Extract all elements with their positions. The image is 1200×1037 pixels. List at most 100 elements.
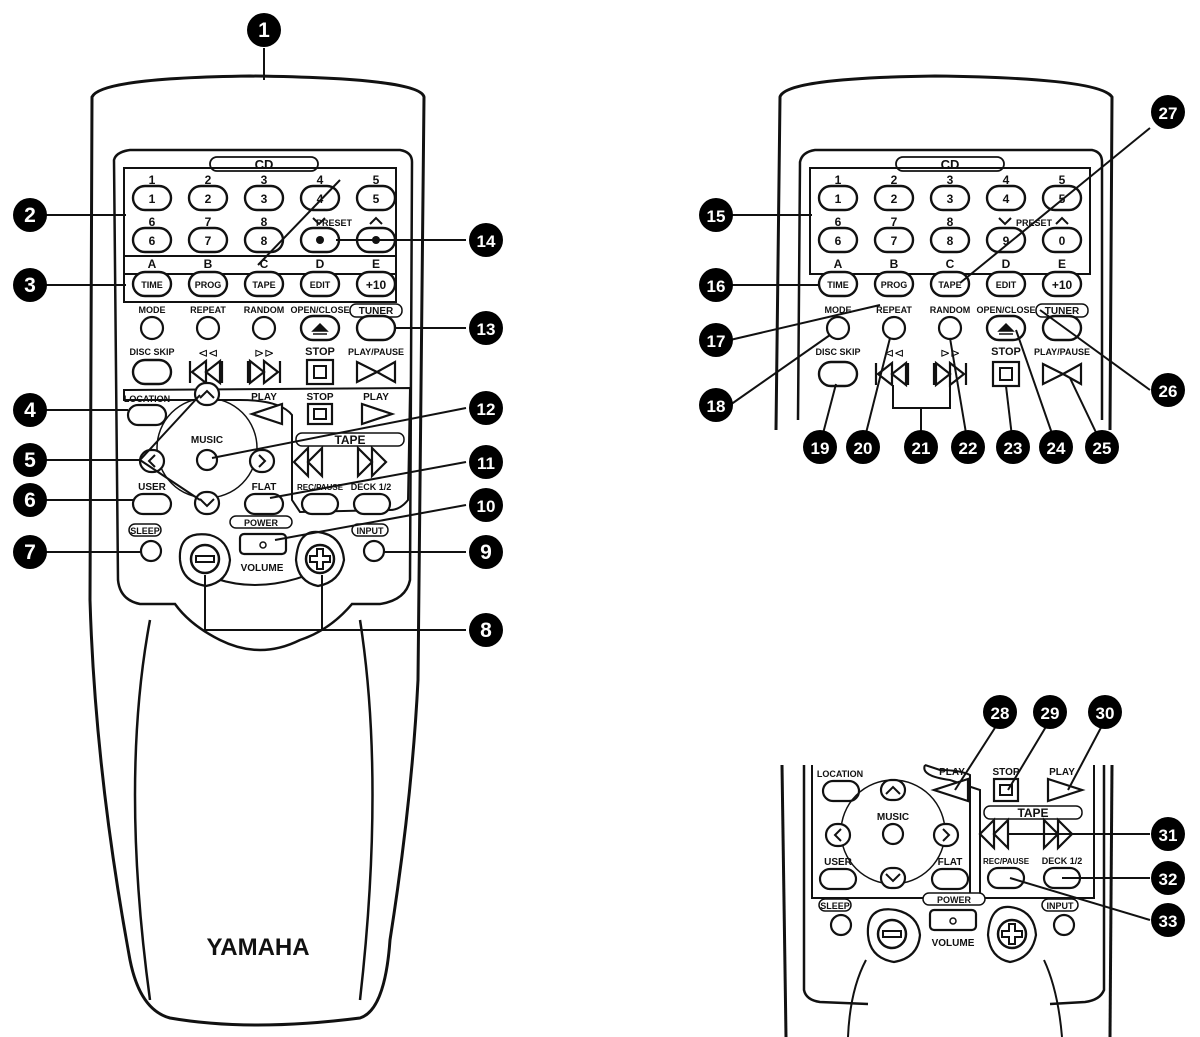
play-pause-button-detail[interactable]: [1041, 362, 1083, 386]
digit-button-1[interactable]: 1: [131, 184, 173, 212]
rec-pause-button[interactable]: [300, 492, 340, 516]
digit-button-8-detail[interactable]: 8: [929, 226, 971, 254]
volume-up-button-detail[interactable]: [996, 918, 1028, 950]
play-pause-button[interactable]: [355, 360, 397, 384]
callout-number: 33: [1159, 912, 1178, 931]
digit-button-0-detail[interactable]: 0: [1041, 226, 1083, 254]
prog-button-detail[interactable]: PROG: [873, 270, 915, 298]
music-right-button-detail[interactable]: [932, 822, 960, 848]
open-close-button-detail[interactable]: [985, 314, 1027, 342]
digit-button-8[interactable]: 8: [243, 226, 285, 254]
stop-button[interactable]: [305, 358, 335, 386]
callout-number: 2: [24, 204, 36, 227]
user-button-detail[interactable]: [818, 867, 858, 891]
tape-play-reverse-button[interactable]: [248, 402, 284, 426]
power-button[interactable]: [238, 532, 288, 556]
tuner-button[interactable]: [355, 314, 397, 342]
random-button-detail[interactable]: [937, 315, 963, 341]
disc-skip-button[interactable]: [131, 358, 173, 386]
svg-text:PROG: PROG: [195, 280, 222, 290]
chevron-right-icon: [258, 454, 267, 468]
repeat-button[interactable]: [195, 315, 221, 341]
callout-4: 4: [13, 393, 47, 427]
flat-button[interactable]: [243, 492, 285, 516]
callout-31: 31: [1151, 817, 1185, 851]
svg-text:8: 8: [947, 234, 954, 248]
tape-play-forward-button-detail[interactable]: [1046, 777, 1086, 803]
svg-text:FLAT: FLAT: [938, 857, 963, 868]
digit-button-3-detail[interactable]: 3: [929, 184, 971, 212]
digit-button-4-detail[interactable]: 4: [985, 184, 1027, 212]
skip-back-button-detail[interactable]: [874, 360, 910, 388]
callout-number: 20: [854, 439, 873, 458]
music-center-button-detail[interactable]: [881, 822, 905, 846]
power-button-detail[interactable]: [928, 908, 978, 932]
tape-play-rev-label: PLAY: [251, 392, 277, 403]
tape-button[interactable]: TAPE: [243, 270, 285, 298]
time-button-detail[interactable]: TIME: [817, 270, 859, 298]
input-button-detail[interactable]: [1052, 913, 1076, 937]
rec-pause-button-detail[interactable]: [986, 866, 1026, 890]
plus10-button[interactable]: +10: [355, 270, 397, 298]
input-button[interactable]: [362, 539, 386, 563]
tape-play-forward-button[interactable]: [360, 402, 396, 426]
tape-rewind-button-detail[interactable]: [978, 817, 1010, 851]
stop-button-detail[interactable]: [991, 360, 1021, 388]
deck-button[interactable]: [352, 492, 392, 516]
music-right-button[interactable]: [248, 448, 276, 474]
svg-text:SLEEP: SLEEP: [820, 901, 850, 911]
digit-button-7[interactable]: 7: [187, 226, 229, 254]
mode-button[interactable]: [139, 315, 165, 341]
svg-text:6: 6: [835, 215, 842, 229]
digit-button-2[interactable]: 2: [187, 184, 229, 212]
skip-forward-button-detail[interactable]: [932, 360, 968, 388]
music-center-button[interactable]: [195, 448, 219, 472]
random-button[interactable]: [251, 315, 277, 341]
music-down-button[interactable]: [193, 490, 221, 516]
prog-button[interactable]: PROG: [187, 270, 229, 298]
digit-button-3[interactable]: 3: [243, 184, 285, 212]
tape-fast-forward-button[interactable]: [356, 445, 388, 479]
digit-button-1-detail[interactable]: 1: [817, 184, 859, 212]
location-button-detail[interactable]: [821, 779, 861, 803]
tape-stop-button-detail[interactable]: [992, 777, 1020, 803]
tape-rewind-button[interactable]: [292, 445, 324, 479]
svg-text:1: 1: [835, 173, 842, 187]
digit-button-9[interactable]: [299, 226, 341, 254]
repeat-button-detail[interactable]: [881, 315, 907, 341]
digit-button-6-detail[interactable]: 6: [817, 226, 859, 254]
digit-button-9-detail[interactable]: 9: [985, 226, 1027, 254]
flat-button-detail[interactable]: [930, 867, 970, 891]
music-down-button-detail[interactable]: [879, 866, 907, 890]
volume-down-button[interactable]: [189, 543, 221, 575]
volume-down-button-detail[interactable]: [876, 918, 908, 950]
music-left-button-detail[interactable]: [824, 822, 852, 848]
digit-button-4[interactable]: 4: [299, 184, 341, 212]
time-button[interactable]: TIME: [131, 270, 173, 298]
tape-play-reverse-button-detail[interactable]: [930, 777, 970, 803]
digit-button-2-detail[interactable]: 2: [873, 184, 915, 212]
skip-back-button[interactable]: [188, 358, 224, 386]
letter-label-d: D: [316, 257, 325, 271]
tape-button-detail[interactable]: TAPE: [929, 270, 971, 298]
edit-button[interactable]: EDIT: [299, 270, 341, 298]
mode-button-detail[interactable]: [825, 315, 851, 341]
sleep-button-detail[interactable]: [829, 913, 853, 937]
user-button[interactable]: [131, 492, 173, 516]
disc-skip-button-detail[interactable]: [817, 360, 859, 388]
edit-button-detail[interactable]: EDIT: [985, 270, 1027, 298]
skip-forward-button[interactable]: [246, 358, 282, 386]
digit-button-6[interactable]: 6: [131, 226, 173, 254]
plus10-button-detail[interactable]: +10: [1041, 270, 1083, 298]
digit-button-5[interactable]: 5: [355, 184, 397, 212]
svg-text:TAPE: TAPE: [1017, 806, 1048, 820]
sleep-button[interactable]: [139, 539, 163, 563]
music-up-button[interactable]: [193, 381, 221, 407]
music-up-button-detail[interactable]: [879, 778, 907, 802]
digit-button-7-detail[interactable]: 7: [873, 226, 915, 254]
location-button[interactable]: [126, 403, 168, 427]
open-close-button[interactable]: [299, 314, 341, 342]
volume-up-button[interactable]: [304, 543, 336, 575]
tape-stop-button[interactable]: [306, 402, 334, 426]
